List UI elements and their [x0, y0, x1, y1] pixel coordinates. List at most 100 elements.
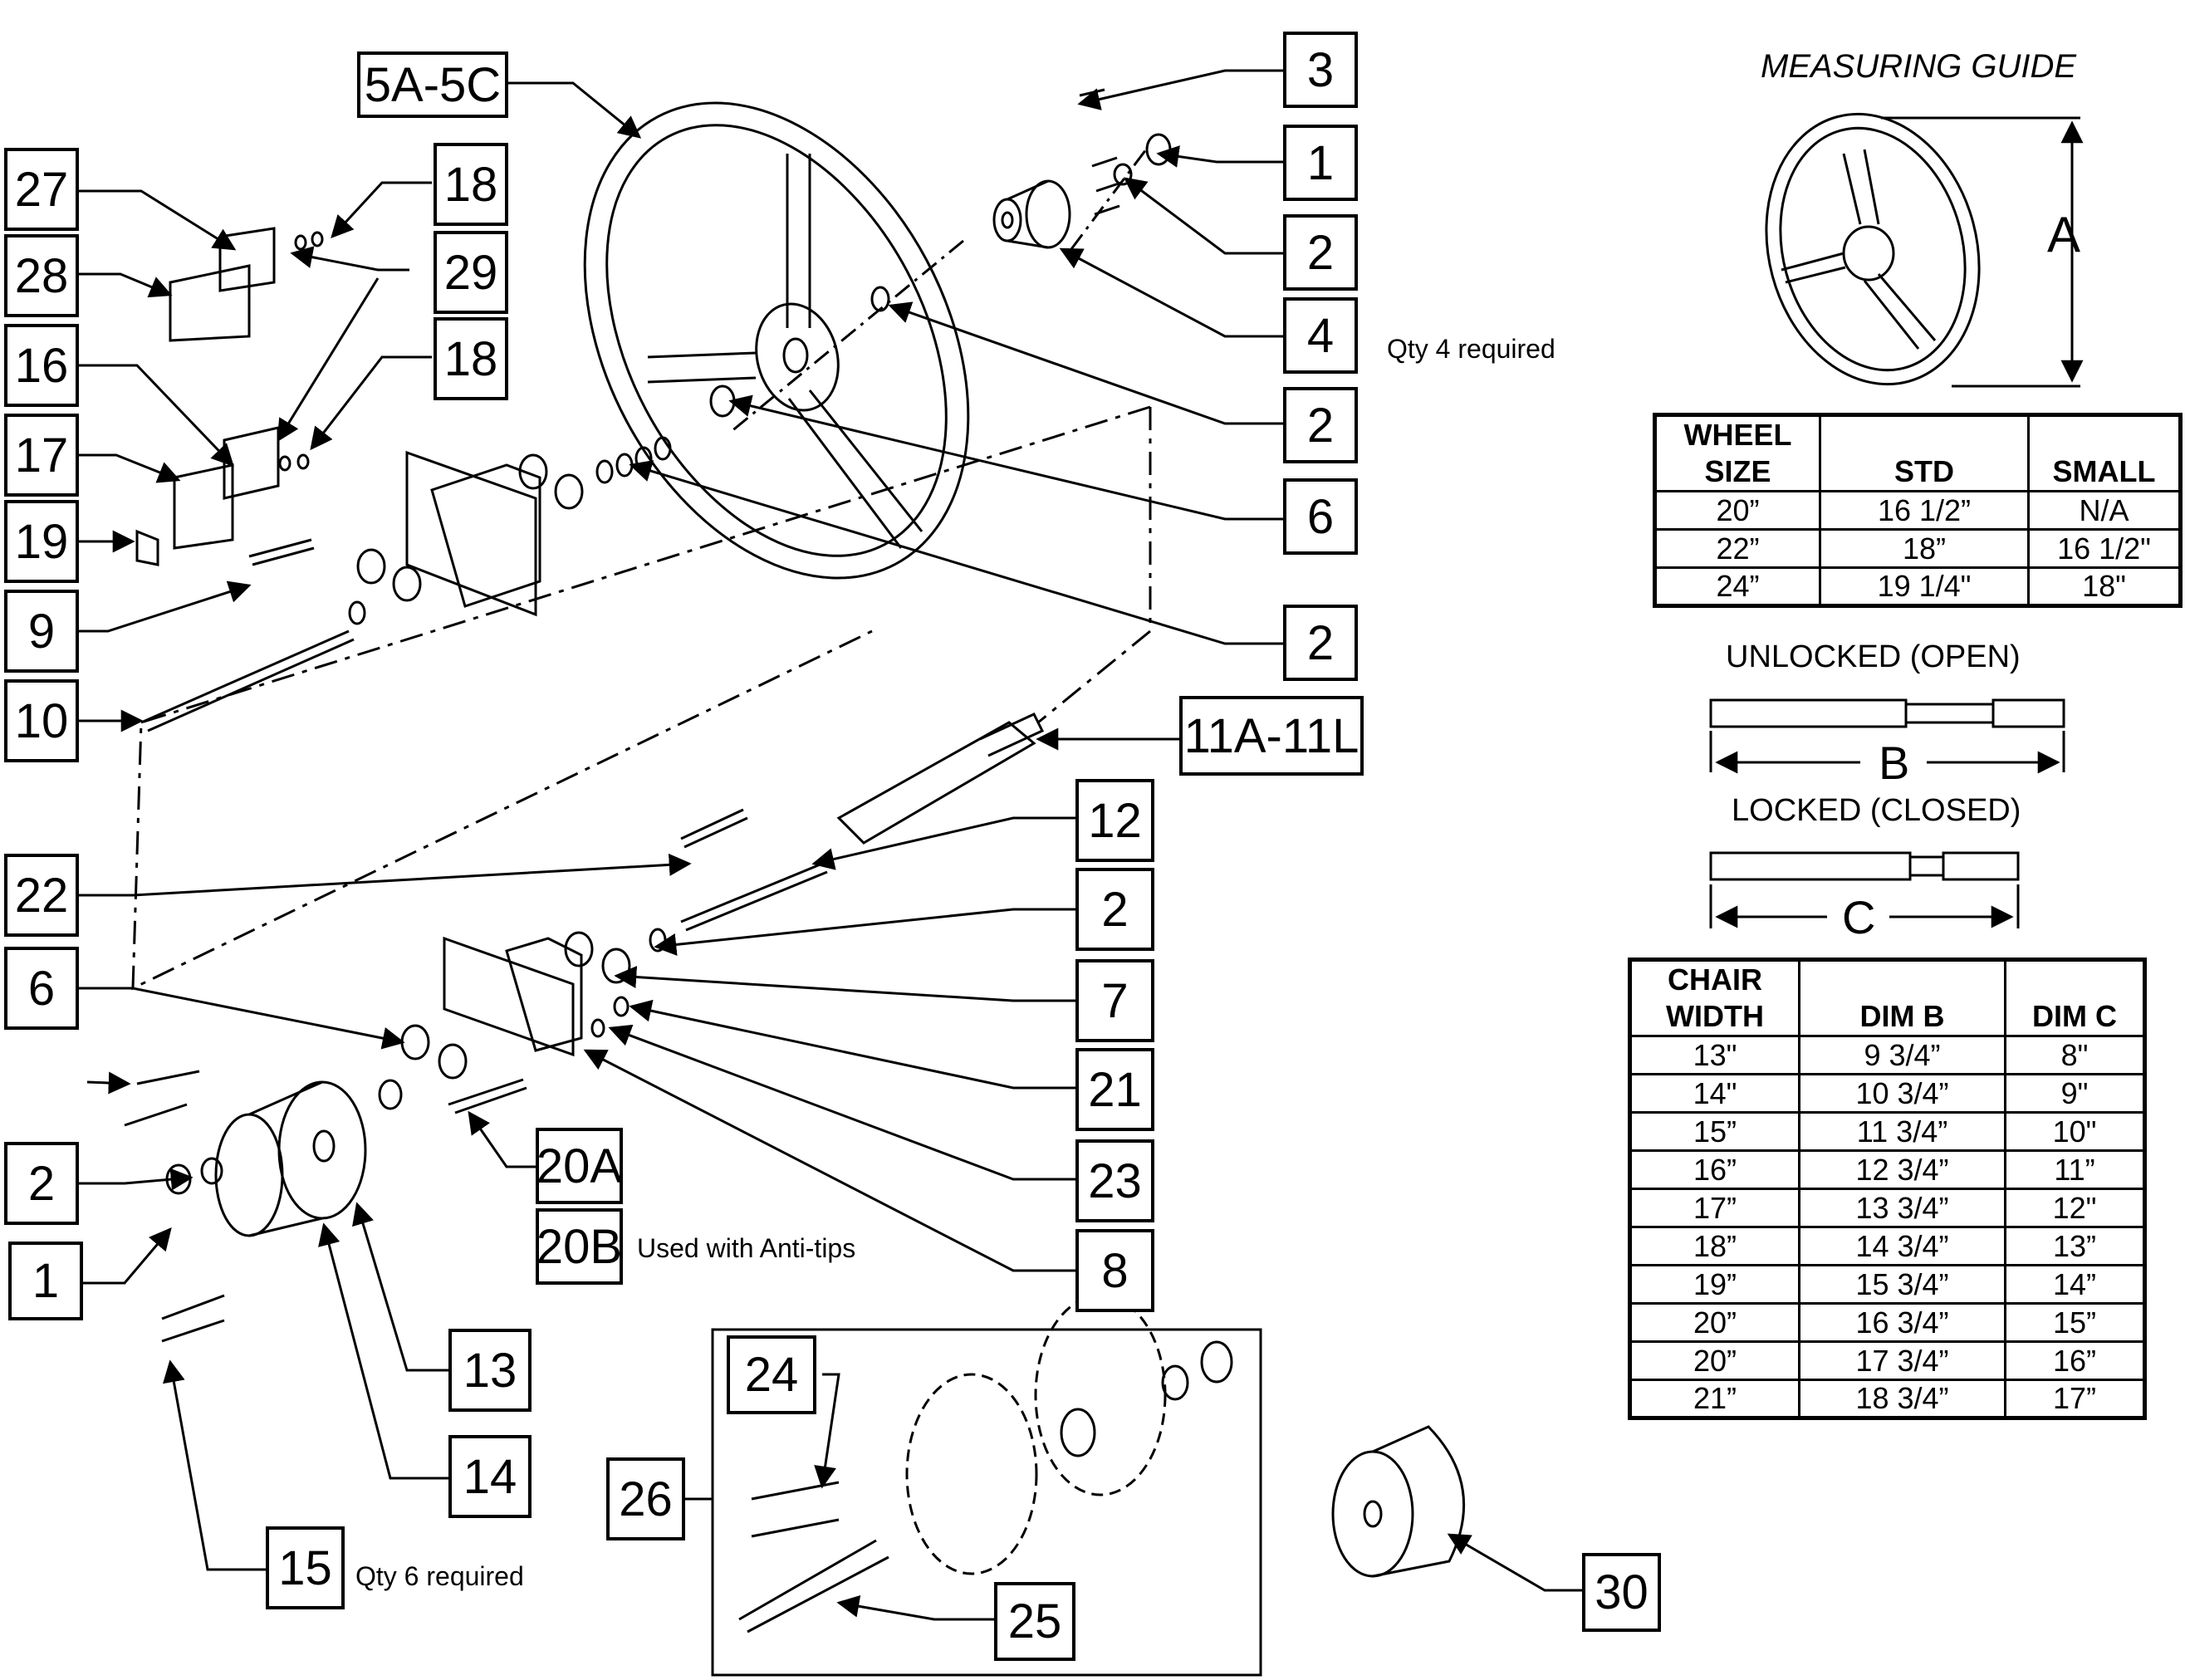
callout-27: 27 [4, 148, 79, 231]
shaft-parts [140, 538, 1045, 932]
cell: 18" [2027, 566, 2182, 607]
callout-24: 24 [727, 1335, 816, 1414]
cell: 18” [1629, 1226, 1800, 1266]
cell: 17” [2004, 1379, 2146, 1419]
kit-26-parts [738, 1294, 1233, 1633]
callout-30: 30 [1582, 1553, 1661, 1632]
note-qty-4: Qty 4 required [1387, 334, 1555, 364]
callout-20b: 20B [536, 1208, 623, 1285]
callout-8: 8 [1075, 1229, 1154, 1312]
measuring-guide-title: MEASURING GUIDE [1761, 48, 2077, 85]
callout-19: 19 [4, 500, 79, 583]
cell: 18” [1819, 528, 2030, 569]
callout-18: 18 [434, 317, 508, 400]
callout-5a-5c: 5A-5C [357, 51, 508, 118]
callout-1: 1 [8, 1242, 83, 1320]
callout-2: 2 [4, 1142, 79, 1225]
callout-17: 17 [4, 414, 79, 497]
guide-bars [1711, 698, 2065, 928]
header-chair-width: CHAIR WIDTH [1629, 958, 1800, 1037]
cell: 16 1/2” [1819, 490, 2030, 531]
cell: 20” [1653, 490, 1821, 531]
dim-b-label: B [1879, 737, 1910, 789]
cell: 12 3/4” [1798, 1149, 2006, 1190]
callout-20a: 20A [536, 1128, 623, 1204]
note-qty-6: Qty 6 required [355, 1561, 524, 1591]
callout-9: 9 [4, 590, 79, 673]
callout-28: 28 [4, 234, 79, 317]
cell: 10" [2004, 1111, 2146, 1152]
cell: 19 1/4" [1819, 566, 2030, 607]
callout-22: 22 [4, 854, 79, 937]
locked-label: LOCKED (CLOSED) [1732, 793, 2021, 828]
cell: 11 3/4” [1798, 1111, 2006, 1152]
header-small: SMALL [2027, 414, 2182, 492]
callout-12: 12 [1075, 779, 1154, 862]
cell: 13” [2004, 1226, 2146, 1266]
assembly-boundary [131, 405, 1152, 991]
dim-a-label: A [2047, 207, 2081, 262]
cell: 12" [2004, 1188, 2146, 1228]
callout-26: 26 [606, 1457, 685, 1540]
table-header-row: WHEEL SIZE STD SMALL [1653, 414, 2182, 492]
cell: 19” [1629, 1264, 1800, 1305]
note-anti-tips: Used with Anti-tips [637, 1233, 856, 1263]
cell: 13" [1629, 1035, 1800, 1075]
cell: 13 3/4” [1798, 1188, 2006, 1228]
callout-10: 10 [4, 679, 79, 762]
table-header-row: CHAIR WIDTH DIM B DIM C [1629, 958, 2146, 1037]
cell: 18 3/4” [1798, 1379, 2006, 1419]
callout-3: 3 [1283, 32, 1358, 108]
cell: 8" [2004, 1035, 2146, 1075]
guide-wheel [1765, 112, 2084, 388]
cell: 17 3/4” [1798, 1340, 2006, 1381]
leader-lines [79, 69, 1582, 1621]
unlocked-label: UNLOCKED (OPEN) [1726, 639, 2021, 674]
callout-1: 1 [1283, 125, 1358, 201]
cell: 9 3/4” [1798, 1035, 2006, 1075]
callout-15: 15 [266, 1526, 345, 1609]
header-wheel-size: WHEEL SIZE [1653, 414, 1821, 492]
callout-4: 4 [1283, 297, 1358, 374]
table-row: 15”11 3/4”10" [1629, 1111, 2146, 1152]
table-row: 19”15 3/4”14” [1629, 1264, 2146, 1305]
callout-6: 6 [1283, 478, 1358, 555]
upper-mount [348, 436, 672, 625]
table-row: 16”12 3/4”11” [1629, 1149, 2146, 1190]
table-row: 14"10 3/4”9" [1629, 1073, 2146, 1114]
steering-wheel [583, 101, 970, 580]
cell: 14 3/4” [1798, 1226, 2006, 1266]
header-std: STD [1819, 414, 2030, 492]
kit-26-box [711, 1328, 1262, 1677]
callout-23: 23 [1075, 1139, 1154, 1222]
callout-7: 7 [1075, 959, 1154, 1042]
cell: 15” [2004, 1302, 2146, 1343]
callout-2: 2 [1283, 387, 1358, 463]
cell: N/A [2027, 490, 2182, 531]
cell: 14" [1629, 1073, 1800, 1114]
callout-6: 6 [4, 947, 79, 1030]
cell: 21” [1629, 1379, 1800, 1419]
cell: 20” [1629, 1340, 1800, 1381]
cell: 15 3/4” [1798, 1264, 2006, 1305]
callout-18: 18 [434, 143, 508, 226]
header-dim-b: DIM B [1798, 958, 2006, 1037]
cell: 16” [2004, 1340, 2146, 1381]
table-row: 22” 18” 16 1/2" [1653, 528, 2182, 569]
cell: 16 1/2" [2027, 528, 2182, 569]
cell: 9" [2004, 1073, 2146, 1114]
callout-2: 2 [1075, 868, 1154, 951]
lower-mount [378, 928, 667, 1114]
wheel-size-table: WHEEL SIZE STD SMALL 20” 16 1/2” N/A 22”… [1653, 413, 2183, 608]
cell: 16” [1629, 1149, 1800, 1190]
table-row: 17”13 3/4”12" [1629, 1188, 2146, 1228]
callout-25: 25 [994, 1582, 1075, 1661]
callout-16: 16 [4, 324, 79, 407]
bumper-30 [1331, 1425, 1465, 1578]
cell: 17” [1629, 1188, 1800, 1228]
table-row: 18”14 3/4”13” [1629, 1226, 2146, 1266]
callout-14: 14 [448, 1435, 532, 1518]
callout-11a-11l: 11A-11L [1179, 696, 1364, 776]
callout-2: 2 [1283, 605, 1358, 681]
